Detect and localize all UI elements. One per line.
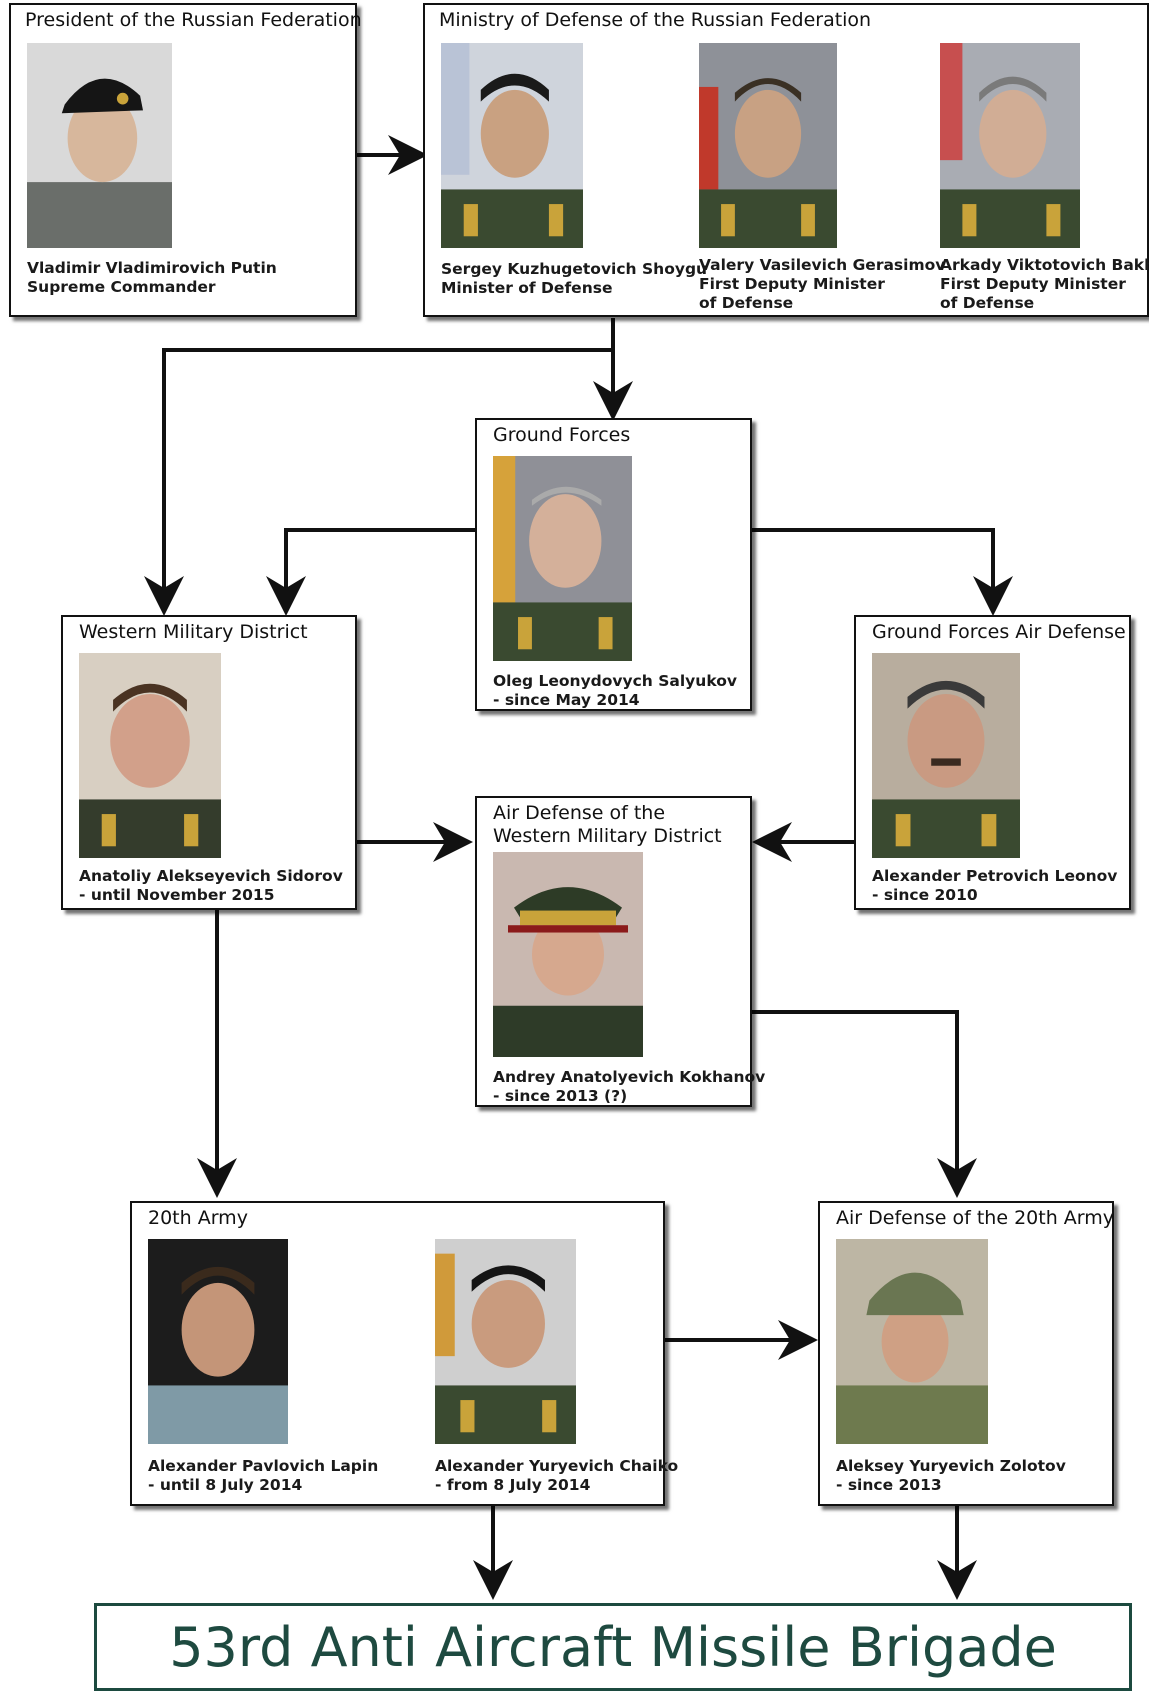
person-caption: Alexander Yuryevich Chaiko - from 8 July…	[435, 1457, 678, 1495]
person-name: Vladimir Vladimirovich Putin	[27, 259, 277, 277]
person-role: - until 8 July 2014	[148, 1476, 303, 1494]
person-caption: Anatoliy Alekseyevich Sidorov - until No…	[79, 867, 343, 905]
box-title: Air Defense of the Western Military Dist…	[493, 802, 722, 848]
person-name: Alexander Petrovich Leonov	[872, 867, 1118, 885]
person-role: - until November 2015	[79, 886, 275, 904]
person-role: - since May 2014	[493, 691, 640, 709]
portrait-photo	[872, 653, 1020, 858]
western-district-box: Western Military District Anatoliy Aleks…	[61, 615, 357, 910]
box-title-line2: Western Military District	[493, 825, 722, 847]
portrait-photo	[148, 1239, 288, 1444]
person-caption: Arkady Viktotovich Bakhin First Deputy M…	[940, 256, 1149, 313]
person-name: Arkady Viktotovich Bakhin	[940, 256, 1149, 274]
portrait-photo	[493, 456, 632, 661]
arrow-ground-forces-to-gf-air-defense	[752, 528, 1013, 616]
box-title: Western Military District	[79, 621, 308, 643]
box-title-line1: Air Defense of the	[493, 802, 666, 824]
person-name: Sergey Kuzhugetovich Shoygu	[441, 260, 708, 278]
gf-air-defense-box: Ground Forces Air Defense Alexander Petr…	[854, 615, 1131, 910]
ministry-box: Ministry of Defense of the Russian Feder…	[423, 3, 1149, 317]
person-caption: Aleksey Yuryevich Zolotov - since 2013	[836, 1457, 1066, 1495]
person-name: Oleg Leonydovych Salyukov	[493, 672, 737, 690]
ground-forces-box: Ground Forces Oleg Leonydovych Salyukov …	[475, 418, 752, 711]
army20-box: 20th Army Alexander Pavlovich Lapin - un…	[130, 1201, 678, 1506]
person-name: Valery Vasilevich Gerasimov	[699, 256, 946, 274]
box-title: Ministry of Defense of the Russian Feder…	[439, 9, 872, 31]
portrait-photo	[435, 1239, 576, 1444]
person-name: Alexander Pavlovich Lapin	[148, 1457, 379, 1475]
portrait-photo	[27, 43, 172, 248]
box-title: Ground Forces Air Defense	[872, 621, 1126, 643]
person-name: Anatoliy Alekseyevich Sidorov	[79, 867, 343, 885]
brigade-banner: 53rd Anti Aircraft Missile Brigade	[94, 1603, 1132, 1691]
portrait-photo	[699, 43, 837, 248]
person-caption: Sergey Kuzhugetovich Shoygu Minister of …	[441, 260, 707, 298]
box-title: 20th Army	[148, 1207, 248, 1229]
person-caption: Valery Vasilevich Gerasimov First Deputy…	[699, 256, 945, 313]
wmd-air-defense-box: Air Defense of the Western Military Dist…	[475, 796, 765, 1107]
arrow-ministry-to-western-district	[144, 348, 613, 616]
person-role: Supreme Commander	[27, 278, 216, 296]
person-caption: Alexander Petrovich Leonov - since 2010	[872, 867, 1117, 905]
person-caption: Vladimir Vladimirovich Putin Supreme Com…	[27, 259, 277, 297]
person-caption: Alexander Pavlovich Lapin - until 8 July…	[148, 1457, 378, 1495]
person-role: - since 2013	[836, 1476, 942, 1494]
portrait-photo	[441, 43, 583, 248]
president-box: President of the Russian Federation Vlad…	[9, 3, 362, 317]
person-name: Alexander Yuryevich Chaiko	[435, 1457, 679, 1475]
portrait-photo	[79, 653, 221, 858]
arrow-ground-forces-to-western-district	[266, 528, 475, 616]
army20-air-defense-box: Air Defense of the 20th Army Aleksey Yur…	[818, 1201, 1114, 1506]
person-role: - since 2013 (?)	[493, 1087, 628, 1105]
box-title: Ground Forces	[493, 424, 631, 446]
person-role: Minister of Defense	[441, 279, 613, 297]
portrait-photo	[940, 43, 1080, 248]
box-title: Air Defense of the 20th Army	[836, 1207, 1115, 1229]
box-title: President of the Russian Federation	[25, 9, 362, 31]
portrait-photo	[493, 852, 643, 1057]
brigade-label: 53rd Anti Aircraft Missile Brigade	[169, 1616, 1057, 1679]
person-name: Andrey Anatolyevich Kokhanov	[493, 1068, 766, 1086]
person-role: - since 2010	[872, 886, 978, 904]
person-caption: Andrey Anatolyevich Kokhanov - since 201…	[493, 1068, 765, 1106]
person-role: First Deputy Minister	[699, 275, 885, 293]
person-caption: Oleg Leonydovych Salyukov - since May 20…	[493, 672, 737, 710]
arrow-wmd-air-defense-to-20th-army-ad	[752, 1010, 977, 1198]
person-role-cont: of Defense	[699, 294, 794, 312]
person-role: First Deputy Minister	[940, 275, 1126, 293]
person-role: - from 8 July 2014	[435, 1476, 591, 1494]
person-role-cont: of Defense	[940, 294, 1035, 312]
person-name: Aleksey Yuryevich Zolotov	[836, 1457, 1066, 1475]
portrait-photo	[836, 1239, 988, 1444]
